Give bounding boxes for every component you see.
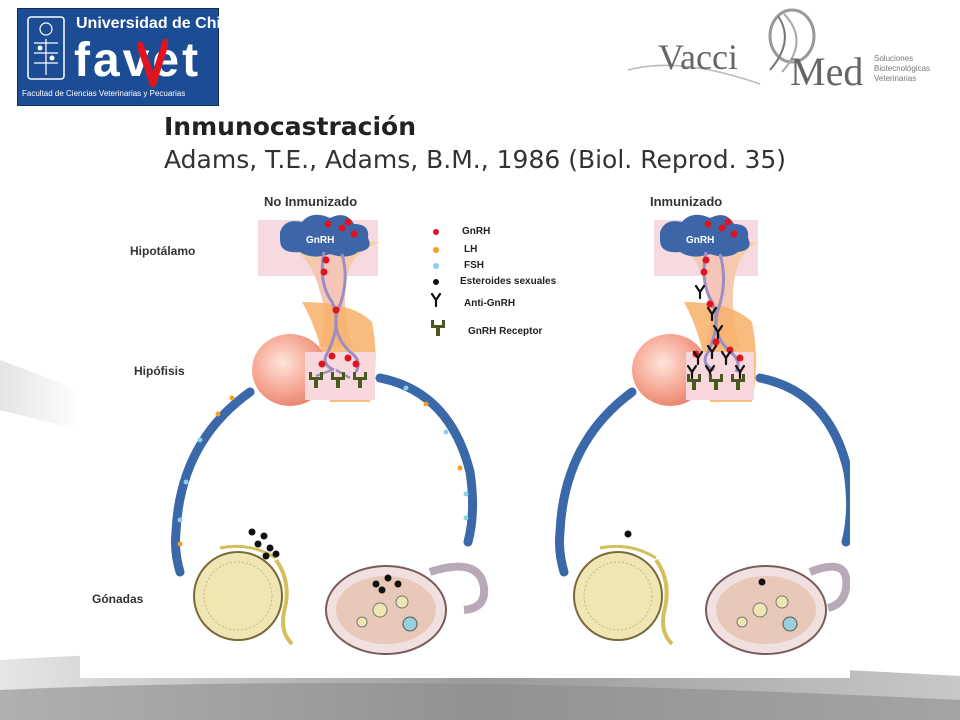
legend-fsh-dot-icon [433,263,439,269]
legend-lh-dot-icon [433,247,439,253]
vaccimed-tagline-1: Soluciones [874,54,914,63]
vaccimed-logo: Vacci Med Soluciones Biotecnológicas Vet… [620,6,950,106]
left-panel-artwork: GnRH [171,214,489,655]
vaccimed-tagline-2: Biotecnológicas [874,64,931,73]
row-label-pituitary: Hipófisis [134,364,185,378]
legend-label-lh: LH [464,244,478,255]
legend-gnrh-dot-icon [433,229,439,235]
vaccimed-wordmark-vacci: Vacci [658,37,738,77]
legend-label-steroids: Esteroides sexuales [460,276,557,287]
cloud-label-right: GnRH [686,235,714,246]
vaccimed-tagline-3: Veterinarias [874,74,917,83]
legend-symbols [430,229,445,336]
row-label-hypothalamus: Hipotálamo [130,244,196,258]
university-name: Universidad de Chile [76,15,235,32]
title-block: Inmunocastración Adams, T.E., Adams, B.M… [164,112,786,174]
slide-citation: Adams, T.E., Adams, B.M., 1986 (Biol. Re… [164,145,787,174]
university-seal-icon [27,16,65,80]
faculty-name: Facultad de Ciencias Veterinarias y Pecu… [22,89,186,98]
legend-label-gnrh: GnRH [462,226,491,237]
legend-label-anti-gnrh: Anti-GnRH [464,298,516,309]
favet-wordmark: favet [74,34,202,87]
legend-antibody-icon [430,292,442,308]
row-label-gonads: Gónadas [92,592,144,606]
cloud-label-left: GnRH [306,235,334,246]
immunocastration-diagram: No Inmunizado Inmunizado Hipotálamo Hipó… [80,192,850,678]
vaccimed-swoosh-icon [627,8,816,85]
legend-steroid-dot-icon [433,279,439,285]
favet-logo: Universidad de Chile favet Facultad de C… [17,8,234,106]
right-panel-artwork: GnRH [555,214,850,655]
legend-label-fsh: FSH [464,260,484,271]
panel-title-immunized: Inmunizado [650,194,723,209]
favet-red-v-icon [138,39,168,87]
legend-receptor-icon [431,320,445,336]
diagram-artwork: GnRH [171,214,850,655]
panel-title-non-immunized: No Inmunizado [264,194,358,209]
vaccimed-wordmark-med: Med [790,49,864,94]
legend-label-receptor: GnRH Receptor [468,326,543,337]
slide-title: Inmunocastración [164,112,417,141]
